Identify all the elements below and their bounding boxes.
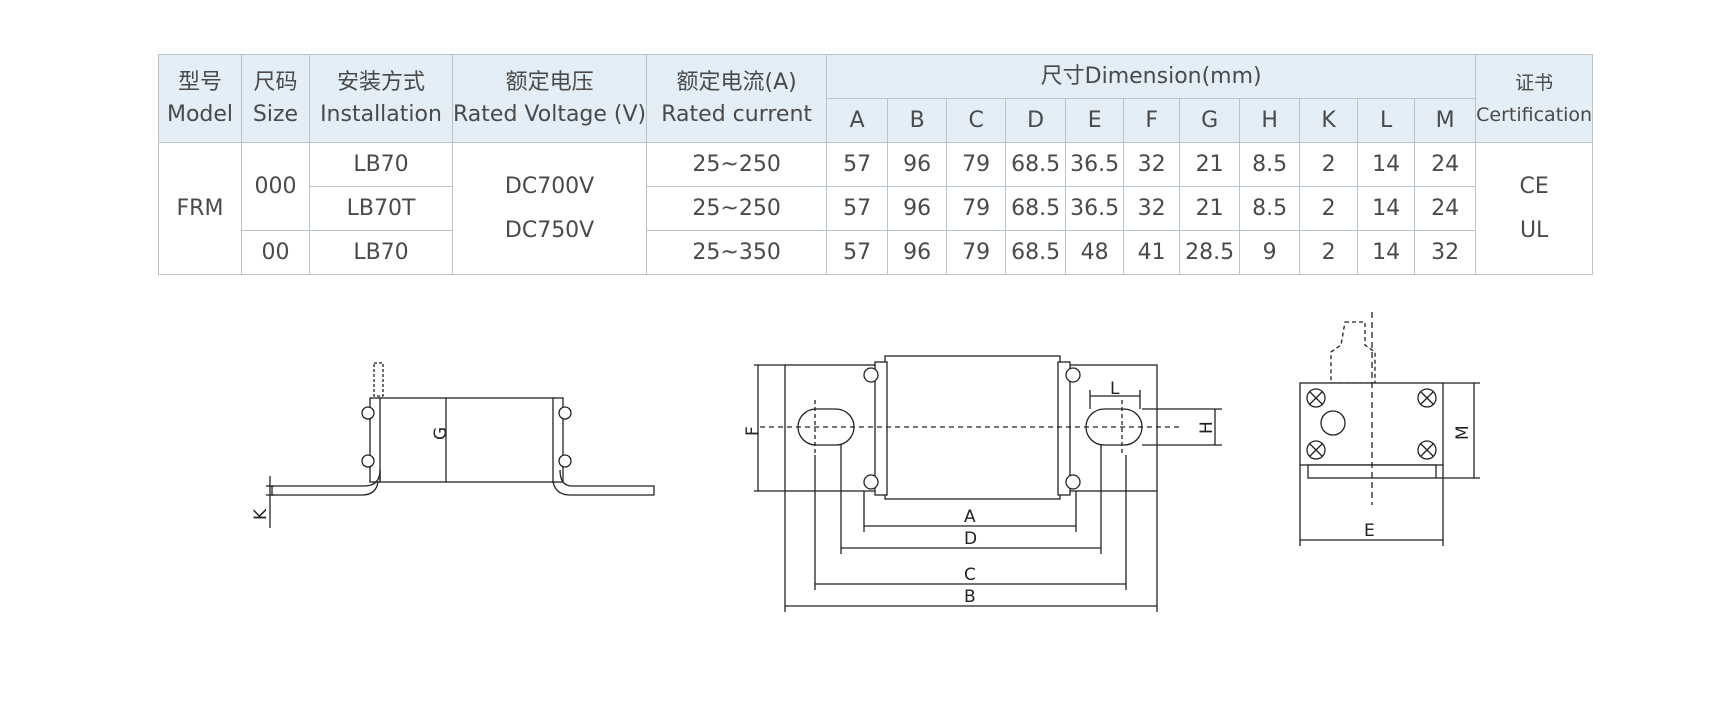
dim-label-k: K bbox=[251, 508, 271, 520]
cell-dim: 96 bbox=[887, 142, 948, 187]
cell-size: 000 bbox=[241, 142, 310, 231]
cell-dim: 2 bbox=[1299, 186, 1359, 231]
header-dim-d: D bbox=[1005, 98, 1067, 143]
end-view-drawing bbox=[1299, 312, 1480, 546]
cell-current: 25~350 bbox=[646, 230, 828, 275]
cell-dim: 24 bbox=[1414, 142, 1477, 187]
cell-dim: 96 bbox=[887, 186, 948, 231]
cell-dim: 41 bbox=[1123, 230, 1181, 275]
cell-dim: 79 bbox=[946, 142, 1007, 187]
cell-dim: 36.5 bbox=[1065, 186, 1125, 231]
dim-label-l: L bbox=[1110, 379, 1120, 399]
cell-dim: 2 bbox=[1299, 230, 1359, 275]
cell-installation: LB70 bbox=[309, 230, 453, 275]
dim-label-e: E bbox=[1364, 521, 1375, 541]
dim-label-g: G bbox=[431, 427, 451, 440]
cell-dim: 96 bbox=[887, 230, 948, 275]
header-dim-b: B bbox=[887, 98, 948, 143]
cell-dim: 14 bbox=[1357, 142, 1416, 187]
cell-dim: 57 bbox=[826, 230, 889, 275]
dim-label-b: B bbox=[964, 587, 976, 607]
cell-size: 00 bbox=[241, 230, 310, 275]
side-view-drawing bbox=[266, 362, 655, 528]
header-dim-e: E bbox=[1065, 98, 1125, 143]
cell-dim: 79 bbox=[946, 230, 1007, 275]
dim-label-f: F bbox=[743, 426, 763, 436]
header-dim-h: H bbox=[1239, 98, 1301, 143]
header-dim-m: M bbox=[1414, 98, 1477, 143]
cell-model: FRM bbox=[158, 142, 242, 275]
header-dim-a: A bbox=[826, 98, 889, 143]
cell-dim: 36.5 bbox=[1065, 142, 1125, 187]
table-row: LB70T 25~250 57 96 79 68.5 36.5 32 21 8.… bbox=[159, 186, 1593, 231]
dim-label-h: H bbox=[1197, 421, 1217, 434]
cell-dim: 28.5 bbox=[1179, 230, 1241, 275]
dim-label-a: A bbox=[964, 507, 976, 527]
cell-dim: 57 bbox=[826, 142, 889, 187]
cell-dim: 24 bbox=[1414, 186, 1477, 231]
header-dim-f: F bbox=[1123, 98, 1181, 143]
cell-dim: 32 bbox=[1414, 230, 1477, 275]
cell-dim: 32 bbox=[1123, 142, 1181, 187]
header-rated-current: 额定电流(A)Rated current bbox=[646, 54, 828, 143]
cell-dim: 48 bbox=[1065, 230, 1125, 275]
cell-installation: LB70T bbox=[309, 186, 453, 231]
cell-current: 25~250 bbox=[646, 186, 828, 231]
top-view-drawing bbox=[754, 355, 1222, 612]
cell-dim: 14 bbox=[1357, 230, 1416, 275]
cell-dim: 8.5 bbox=[1239, 186, 1301, 231]
header-dim-g: G bbox=[1179, 98, 1241, 143]
cell-installation: LB70 bbox=[309, 142, 453, 187]
cell-dim: 57 bbox=[826, 186, 889, 231]
cell-dim: 21 bbox=[1179, 142, 1241, 187]
cell-dim: 8.5 bbox=[1239, 142, 1301, 187]
dim-label-d: D bbox=[964, 529, 977, 549]
dim-label-c: C bbox=[964, 565, 976, 585]
cell-dim: 2 bbox=[1299, 142, 1359, 187]
dim-label-m: M bbox=[1453, 425, 1473, 440]
table-row: 00 LB70 25~350 57 96 79 68.5 48 41 28.5 … bbox=[159, 230, 1593, 275]
cell-current: 25~250 bbox=[646, 142, 828, 187]
cell-dim: 68.5 bbox=[1005, 142, 1067, 187]
cell-dim: 9 bbox=[1239, 230, 1301, 275]
header-dim-l: L bbox=[1357, 98, 1416, 143]
header-dimension: 尺寸Dimension(mm) bbox=[826, 54, 1477, 99]
